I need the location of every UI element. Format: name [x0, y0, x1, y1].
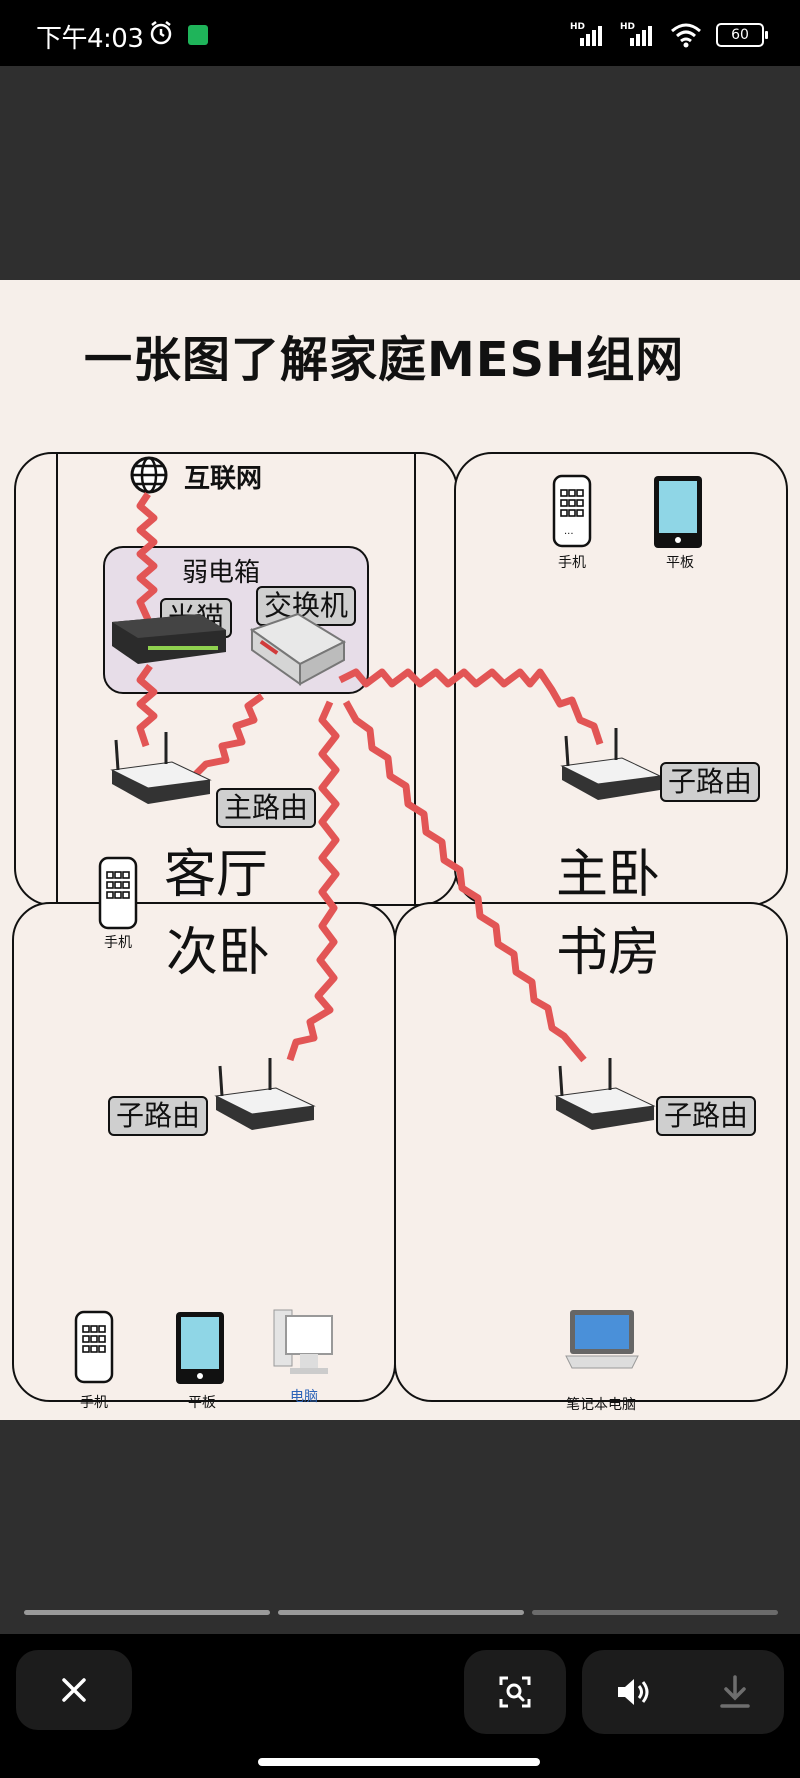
signal-icon-1: HD — [570, 22, 606, 48]
wire-switch-second — [286, 700, 340, 1062]
alarm-icon — [150, 21, 172, 45]
close-icon — [62, 1678, 86, 1702]
wire-switch-study — [342, 700, 587, 1063]
tablet-icon-second — [176, 1312, 224, 1384]
volume-icon[interactable] — [616, 1677, 652, 1707]
desktop-computer-icon — [273, 1309, 333, 1374]
switch-device — [249, 612, 347, 686]
internet-label: 互联网 — [184, 464, 263, 494]
phone-icon-master: ... — [552, 474, 592, 548]
tablet-icon-master — [654, 476, 702, 548]
scan-button[interactable] — [464, 1650, 566, 1734]
computer-label: 电脑 — [290, 1389, 318, 1405]
wire-switch-mainrouter — [187, 693, 265, 783]
sub-router-master-device — [560, 728, 662, 800]
tablet-label-master: 平板 — [666, 555, 694, 571]
wire-internet-modem — [136, 492, 158, 626]
sub-router-label-second: 子路由 — [108, 1096, 209, 1136]
wire-modem-mainrouter — [136, 663, 158, 748]
room-label-master: 主卧 — [556, 845, 661, 905]
main-router-device — [110, 732, 212, 804]
laptop-label: 笔记本电脑 — [566, 1397, 636, 1413]
phone-label-master: 手机 — [558, 555, 586, 571]
weak-box-label: 弱电箱 — [182, 558, 261, 588]
network-wires: ... — [74, 474, 702, 1384]
sub-router-label-master: 子路由 — [660, 762, 761, 802]
globe-icon — [130, 456, 168, 494]
phone-icon-second — [74, 1310, 114, 1384]
room-label-study: 书房 — [556, 923, 661, 983]
download-icon[interactable] — [719, 1675, 751, 1709]
infographic-title: 一张图了解家庭MESH组网 — [84, 332, 685, 388]
main-router-label: 主路由 — [216, 788, 317, 828]
bottom-toolbar — [0, 1634, 800, 1778]
home-indicator[interactable] — [258, 1758, 540, 1766]
progress-segment-2 — [278, 1610, 524, 1615]
phone-label-second: 手机 — [80, 1395, 108, 1411]
phone-icon-living — [98, 856, 138, 930]
svg-text:...: ... — [564, 526, 574, 537]
media-controls — [582, 1650, 784, 1734]
battery-indicator: 60 — [716, 23, 768, 47]
sub-router-second-device — [214, 1058, 316, 1130]
sub-router-label-study: 子路由 — [656, 1096, 757, 1136]
room-label-living: 客厅 — [164, 845, 269, 905]
scan-search-icon — [499, 1676, 531, 1708]
status-time: 下午4:03 — [36, 24, 144, 54]
modem-device — [112, 614, 226, 664]
call-icon — [188, 25, 208, 45]
laptop-icon — [565, 1310, 639, 1369]
phone-label-living: 手机 — [104, 935, 132, 951]
close-button[interactable] — [16, 1650, 132, 1730]
infographic-image[interactable]: 一张图了解家庭MESH组网 客厅 主卧 次卧 书房 弱电箱 光猫 交换机 互联网 — [0, 280, 800, 1420]
sub-router-study-device — [554, 1058, 656, 1130]
wire-switch-master — [338, 668, 604, 746]
status-bar: 下午4:03 HD HD 60 — [0, 0, 800, 66]
tablet-label-second: 平板 — [188, 1395, 216, 1411]
signal-icon-2: HD — [620, 22, 656, 48]
progress-segment-3 — [532, 1610, 778, 1615]
progress-segment-1 — [24, 1610, 270, 1615]
room-label-second: 次卧 — [166, 923, 271, 983]
wifi-icon — [671, 23, 701, 48]
